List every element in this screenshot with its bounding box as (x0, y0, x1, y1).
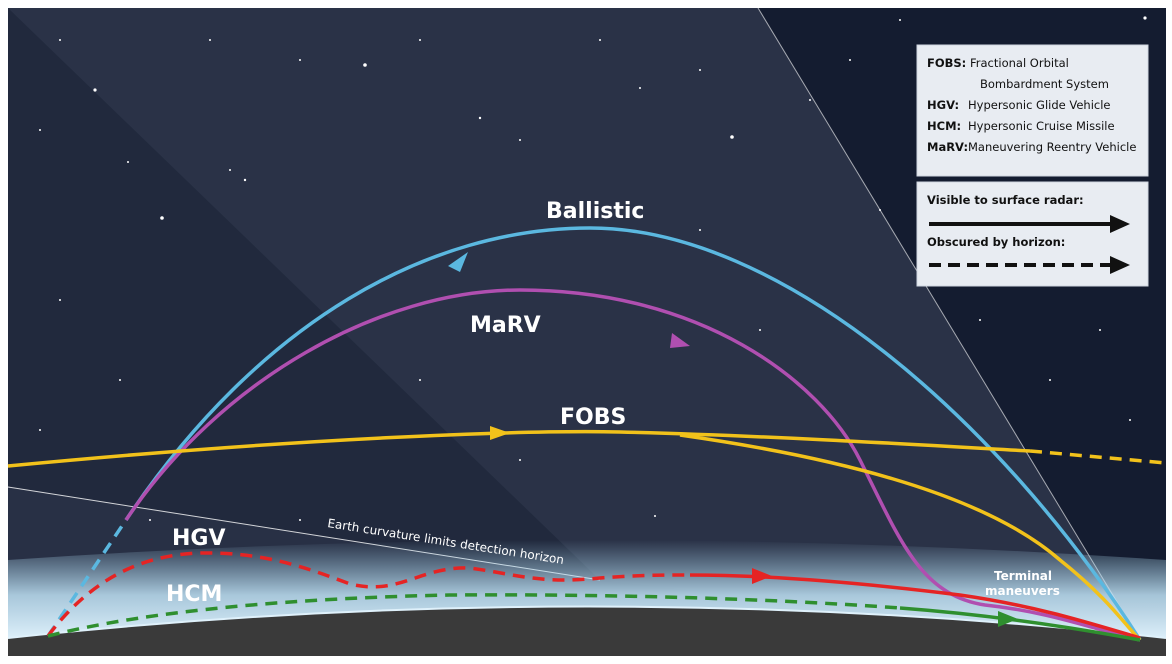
earth-surface (8, 606, 1166, 656)
legend-desc-hcm: Hypersonic Cruise Missile (968, 119, 1115, 133)
fobs-arrow (490, 426, 510, 440)
terminal-maneuvers-line1: Terminal (994, 569, 1052, 583)
marv-label: MaRV (470, 313, 541, 338)
legend-key-hgv: HGV: (927, 98, 959, 112)
visible-label: Visible to surface radar: (927, 193, 1084, 207)
line-style-legend-box (916, 181, 1149, 287)
hcm-label: HCM (166, 582, 222, 607)
radar-coverage-upper (8, 8, 1140, 640)
visible-arrowhead (1110, 215, 1130, 233)
terminal-maneuvers-line2: maneuvers (985, 584, 1060, 598)
hgv-arrow (752, 568, 772, 584)
acronym-legend-box (916, 44, 1149, 177)
legend-desc-hgv: Hypersonic Glide Vehicle (968, 98, 1111, 112)
ballistic-trajectory (124, 226, 1142, 641)
hcm-trajectory (899, 606, 1141, 642)
ballistic-trajectory-obscured (46, 519, 128, 637)
hcm-arrow (998, 611, 1018, 627)
line-style-legend: Visible to surface radar: Obscured by ho… (916, 181, 1149, 287)
earth-limb (7, 605, 1167, 639)
fobs-deorbit-trajectory (679, 433, 1142, 642)
fobs-label: FOBS (560, 405, 626, 430)
marv-arrow (670, 333, 690, 348)
obscured-label: Obscured by horizon: (927, 235, 1065, 249)
hcm-trajectory-obscured (47, 593, 901, 638)
marv-trajectory (124, 288, 1141, 642)
radar-upper-limit-line (757, 7, 1141, 641)
fobs-trajectory-obscured (1029, 449, 1167, 465)
ballistic-label: Ballistic (546, 199, 644, 224)
ballistic-arrow (448, 252, 468, 272)
legend-desc-marv: Maneuvering Reentry Vehicle (968, 140, 1136, 154)
legend-desc-fobs-line2: Bombardment System (980, 77, 1109, 91)
obscured-arrowhead (1110, 256, 1130, 274)
hgv-trajectory-obscured (46, 551, 691, 638)
fobs-trajectory (7, 429, 1031, 468)
legend-key-hcm: HCM: (927, 119, 961, 133)
legend-key-fobs: FOBS: (927, 56, 966, 70)
acronym-legend: FOBS: Fractional Orbital Bombardment Sys… (916, 44, 1149, 177)
hgv-label: HGV (172, 526, 226, 551)
legend-desc-fobs: Fractional Orbital (970, 56, 1069, 70)
legend-key-marv: MaRV: (927, 140, 968, 154)
